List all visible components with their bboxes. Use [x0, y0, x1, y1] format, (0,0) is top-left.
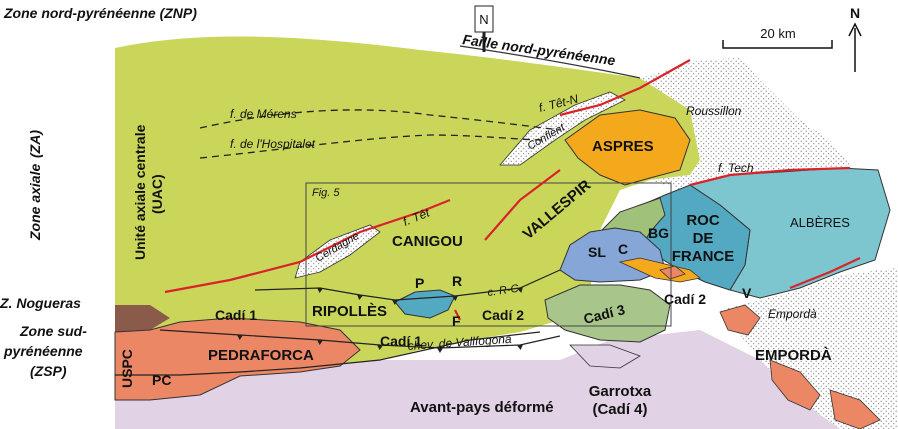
sl-label: SL — [588, 244, 606, 260]
za-label-line2: (ZA) — [27, 130, 43, 158]
za-label-line1: Zone axiale — [27, 164, 43, 241]
emporda-patch-2 — [769, 359, 821, 411]
nogueras-zone — [115, 305, 170, 332]
v-label: V — [742, 285, 752, 301]
north-box-label: N — [479, 12, 488, 27]
fault-small-line — [454, 309, 461, 321]
garrotxa-label-line2: (Cadí 4) — [592, 401, 647, 418]
f-label: F — [452, 313, 461, 329]
thrust-vallfogona-line — [159, 329, 561, 353]
fault-hospitalet-line — [199, 134, 546, 159]
fault-tet-n-line — [559, 59, 691, 117]
scale-label: 20 km — [760, 26, 795, 41]
aspres-label: ASPRES — [592, 138, 654, 155]
fault-alberes-south-line — [789, 257, 861, 290]
roc-label-line3: FRANCE — [672, 248, 735, 265]
merens-label: f. de Mérens — [230, 107, 297, 121]
canigou-label: CANIGOU — [392, 233, 463, 250]
north-arrow-icon: N — [848, 5, 862, 72]
zsp-label-line1: Zone sud- — [19, 323, 87, 339]
emporda-patch-3 — [829, 389, 881, 429]
avant-pays-label: Avant-pays déformé — [410, 399, 554, 416]
scale-bar: 20 km — [722, 26, 833, 49]
fig5-label: Fig. 5 — [312, 187, 340, 199]
garrotxa-label-line1: Garrotxa — [589, 383, 652, 400]
emporda-patch-1 — [719, 304, 761, 336]
bg-label: BG — [648, 225, 669, 241]
fault-tet-line — [164, 198, 451, 294]
roc-label-line1: ROC — [686, 212, 720, 229]
thrust-pedraforca-base-line — [115, 331, 541, 376]
uac-label-line2: (UAC) — [149, 174, 165, 214]
ripolles-label: RIPOLLÈS — [312, 303, 387, 320]
pc-label: PC — [152, 372, 171, 388]
roussillon-basin — [640, 58, 850, 200]
cadi1-label-b: Cadí 1 — [380, 333, 422, 349]
fault-merens-line — [199, 109, 561, 131]
cadi2-label-b: Cadí 2 — [664, 291, 706, 307]
zsp-label-line3: (ZSP) — [30, 363, 67, 379]
fault-tet-branch-line — [484, 169, 561, 241]
tech-label: f. Tech — [718, 161, 754, 175]
north-box-icon: N — [474, 5, 494, 52]
emporda-basin — [720, 268, 898, 429]
cadi1-label-a: Cadí 1 — [215, 307, 257, 323]
north-label: N — [850, 5, 860, 21]
uac-label-line1: Unité axiale centrale — [132, 124, 148, 260]
fig5-box — [305, 182, 672, 327]
hospitalet-label: f. de l'Hospitalet — [230, 137, 316, 151]
znp-label: Zone nord-pyrénéenne (ZNP) — [3, 5, 197, 21]
p-label: P — [415, 275, 424, 291]
emporda-caps-label: EMPORDÀ — [755, 347, 832, 364]
pedraforca-label: PEDRAFORCA — [208, 347, 314, 364]
cadi2-label-a: Cadí 2 — [482, 307, 524, 323]
alberes-label: ALBÈRES — [790, 215, 850, 230]
c-label: C — [618, 241, 628, 257]
nogueras-label: Z. Nogueras — [0, 295, 81, 311]
thrust-r-c-line — [254, 269, 561, 305]
fault-tech-line — [689, 166, 851, 187]
aspres-unit — [564, 109, 691, 186]
garrotxa-patch — [569, 344, 641, 369]
uspc-label: USPC — [119, 349, 135, 388]
zsp-label-line2: pyrénéenne — [3, 343, 83, 359]
faille-nord-pyreneenne-line — [459, 45, 641, 79]
conflent-basin — [499, 91, 626, 166]
emporda-basin-label: Empordà — [768, 307, 817, 321]
r-c-label: c. R-C — [487, 283, 520, 299]
r-label: R — [452, 273, 462, 289]
roussillon-label: Roussillon — [686, 104, 742, 118]
roc-label-line2: DE — [693, 230, 714, 247]
foreland-zone — [115, 330, 840, 429]
bg-red-lens — [659, 265, 686, 280]
